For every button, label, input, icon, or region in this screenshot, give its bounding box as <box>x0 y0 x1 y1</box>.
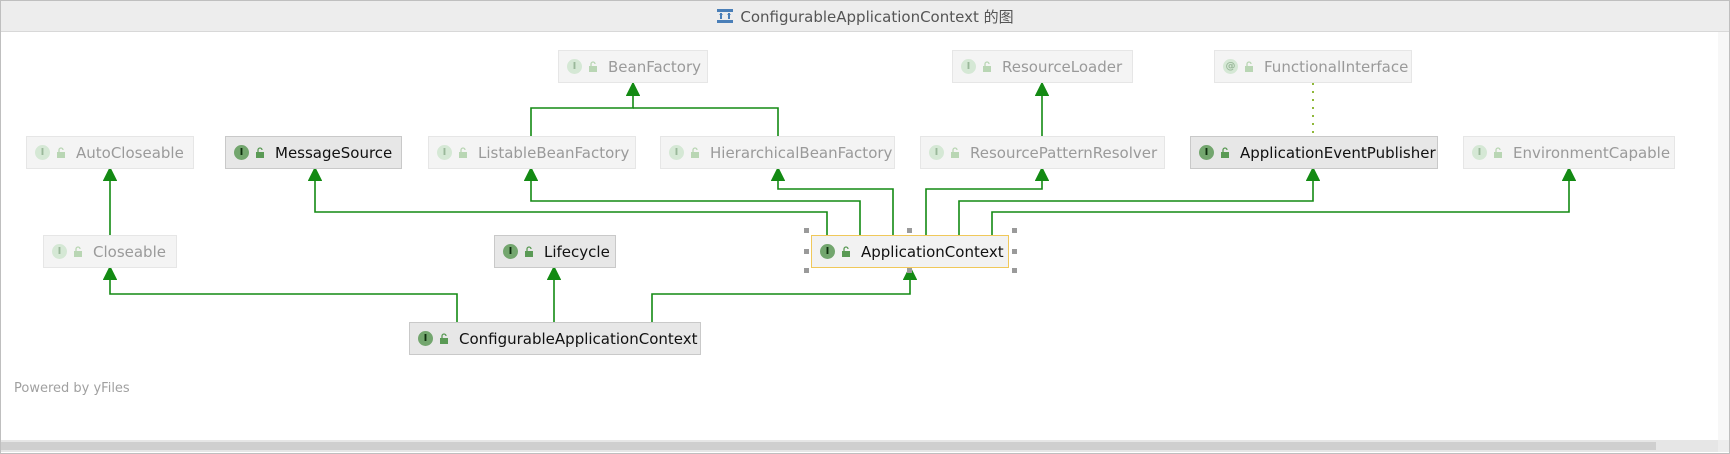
lock-open-icon <box>525 246 533 257</box>
horizontal-scrollbar-thumb[interactable] <box>1 442 1656 450</box>
node-listablebeanfactory[interactable]: I ListableBeanFactory <box>428 136 636 169</box>
diagram-canvas[interactable]: I BeanFactory I ResourceLoader @ Functio… <box>1 32 1729 440</box>
yfiles-watermark: Powered by yFiles <box>14 381 130 396</box>
lock-open-icon <box>74 246 82 257</box>
edge-appctx-to-eventpublisher <box>958 166 1321 235</box>
lock-open-icon <box>589 61 597 72</box>
node-applicationeventpublisher[interactable]: I ApplicationEventPublisher <box>1190 136 1438 169</box>
node-label: ResourceLoader <box>1002 57 1123 76</box>
interface-icon: I <box>961 59 976 74</box>
node-label: MessageSource <box>275 143 393 162</box>
node-messagesource[interactable]: I MessageSource <box>225 136 402 169</box>
edge-appctx-to-resourcepattern <box>925 166 1050 235</box>
node-applicationcontext[interactable]: I ApplicationContext <box>811 235 1009 268</box>
window-title: ConfigurableApplicationContext 的图 <box>740 7 1014 26</box>
resize-handle[interactable] <box>1012 249 1017 254</box>
node-autocloseable[interactable]: I AutoCloseable <box>26 136 194 169</box>
lock-open-icon <box>842 246 850 257</box>
resize-handle[interactable] <box>804 249 809 254</box>
window-titlebar: ConfigurableApplicationContext 的图 <box>1 1 1729 32</box>
edge-appctx-to-environmentcapable <box>991 166 1577 235</box>
scrollbar-corner <box>1718 440 1729 452</box>
edge-configurable-to-appctx <box>651 265 918 322</box>
resize-handle[interactable] <box>907 228 912 233</box>
node-label: EnvironmentCapable <box>1513 143 1671 162</box>
horizontal-scrollbar[interactable] <box>1 440 1718 452</box>
edge-hierarchical-to-beanfactory <box>633 107 779 136</box>
node-closeable[interactable]: I Closeable <box>43 235 177 268</box>
interface-icon: I <box>35 145 50 160</box>
node-lifecycle[interactable]: I Lifecycle <box>494 235 616 268</box>
interface-icon: I <box>418 331 433 346</box>
edge-listable-to-beanfactory <box>530 81 641 136</box>
resize-handle[interactable] <box>1012 228 1017 233</box>
node-label: FunctionalInterface <box>1264 57 1409 76</box>
vertical-scrollbar[interactable] <box>1718 32 1729 440</box>
lock-open-icon <box>691 147 699 158</box>
lock-open-icon <box>256 147 264 158</box>
resize-handle[interactable] <box>1012 268 1017 273</box>
interface-icon: I <box>567 59 582 74</box>
node-label: ListableBeanFactory <box>478 143 630 162</box>
diagram-icon <box>716 8 734 24</box>
lock-open-icon <box>57 147 65 158</box>
edge-appctx-to-listable <box>523 166 861 235</box>
node-hierarchicalbeanfactory[interactable]: I HierarchicalBeanFactory <box>660 136 895 169</box>
lock-open-icon <box>440 333 448 344</box>
lock-open-icon <box>983 61 991 72</box>
edge-configurable-to-closeable <box>102 265 458 322</box>
interface-icon: I <box>1472 145 1487 160</box>
node-label: ConfigurableApplicationContext <box>459 329 698 348</box>
node-functionalinterface[interactable]: @ FunctionalInterface <box>1214 50 1412 83</box>
node-resourceloader[interactable]: I ResourceLoader <box>952 50 1133 83</box>
interface-icon: I <box>52 244 67 259</box>
interface-icon: I <box>820 244 835 259</box>
interface-icon: I <box>437 145 452 160</box>
node-label: Lifecycle <box>544 242 610 261</box>
lock-open-icon <box>1245 61 1253 72</box>
node-label: ApplicationContext <box>861 242 1004 261</box>
node-resourcepatternresolver[interactable]: I ResourcePatternResolver <box>920 136 1165 169</box>
interface-icon: I <box>1199 145 1214 160</box>
lock-open-icon <box>1221 147 1229 158</box>
edge-appctx-to-messagesource <box>307 166 828 235</box>
resize-handle[interactable] <box>804 268 809 273</box>
interface-icon: I <box>669 145 684 160</box>
lock-open-icon <box>459 147 467 158</box>
resize-handle[interactable] <box>804 228 809 233</box>
interface-icon: I <box>503 244 518 259</box>
interface-icon: I <box>929 145 944 160</box>
node-beanfactory[interactable]: I BeanFactory <box>558 50 708 83</box>
node-environmentcapable[interactable]: I EnvironmentCapable <box>1463 136 1675 169</box>
resize-handle[interactable] <box>907 268 912 273</box>
lock-open-icon <box>1494 147 1502 158</box>
edge-appctx-to-hierarchical <box>770 166 894 235</box>
node-label: Closeable <box>93 242 166 261</box>
node-label: HierarchicalBeanFactory <box>710 143 893 162</box>
interface-icon: I <box>234 145 249 160</box>
node-label: BeanFactory <box>608 57 702 76</box>
lock-open-icon <box>951 147 959 158</box>
node-label: ResourcePatternResolver <box>970 143 1158 162</box>
node-label: ApplicationEventPublisher <box>1240 143 1436 162</box>
node-configurableapplicationcontext[interactable]: I ConfigurableApplicationContext <box>409 322 701 355</box>
annotation-icon: @ <box>1223 59 1238 74</box>
node-label: AutoCloseable <box>76 143 184 162</box>
diagram-edges <box>102 81 1577 322</box>
